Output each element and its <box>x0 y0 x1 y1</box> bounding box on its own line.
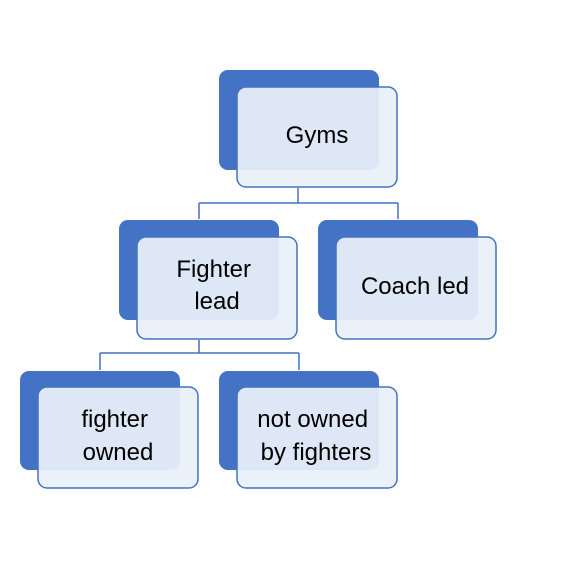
node-not-owned-label: not owned by fighters <box>257 406 374 466</box>
node-fighter-lead-line-2: lead <box>194 288 239 315</box>
node-fighter-lead: Fighter lead <box>119 220 298 340</box>
node-fighter-owned-label: fighter owned <box>81 406 154 466</box>
node-gyms: Gyms <box>219 70 398 188</box>
node-fighter-lead-label: Fighter lead <box>176 256 257 315</box>
connector-gyms-to-level2 <box>198 188 399 219</box>
node-not-owned-line-1: not owned <box>257 406 368 433</box>
node-fighter-lead-card <box>136 236 298 340</box>
node-not-owned: not owned by fighters <box>219 371 398 489</box>
node-fighter-owned: fighter owned <box>20 371 199 489</box>
node-coach-led: Coach led <box>318 220 497 340</box>
node-fighter-owned-line-1: fighter <box>81 406 148 433</box>
node-coach-led-label: Coach led <box>361 273 469 300</box>
connector-fighter-lead-to-level3 <box>99 340 300 370</box>
node-not-owned-card <box>236 386 398 489</box>
node-coach-led-line-1: Coach led <box>361 273 469 300</box>
node-coach-led-card <box>335 236 497 340</box>
node-fighter-lead-line-1: Fighter <box>176 256 251 283</box>
node-gyms-label: Gyms <box>286 122 349 149</box>
connectors <box>99 188 399 370</box>
node-fighter-owned-line-2: owned <box>83 439 154 466</box>
node-gyms-line-1: Gyms <box>286 122 349 149</box>
node-not-owned-line-2: by fighters <box>261 439 372 466</box>
node-fighter-owned-card <box>37 386 199 489</box>
node-gyms-card <box>236 86 398 188</box>
